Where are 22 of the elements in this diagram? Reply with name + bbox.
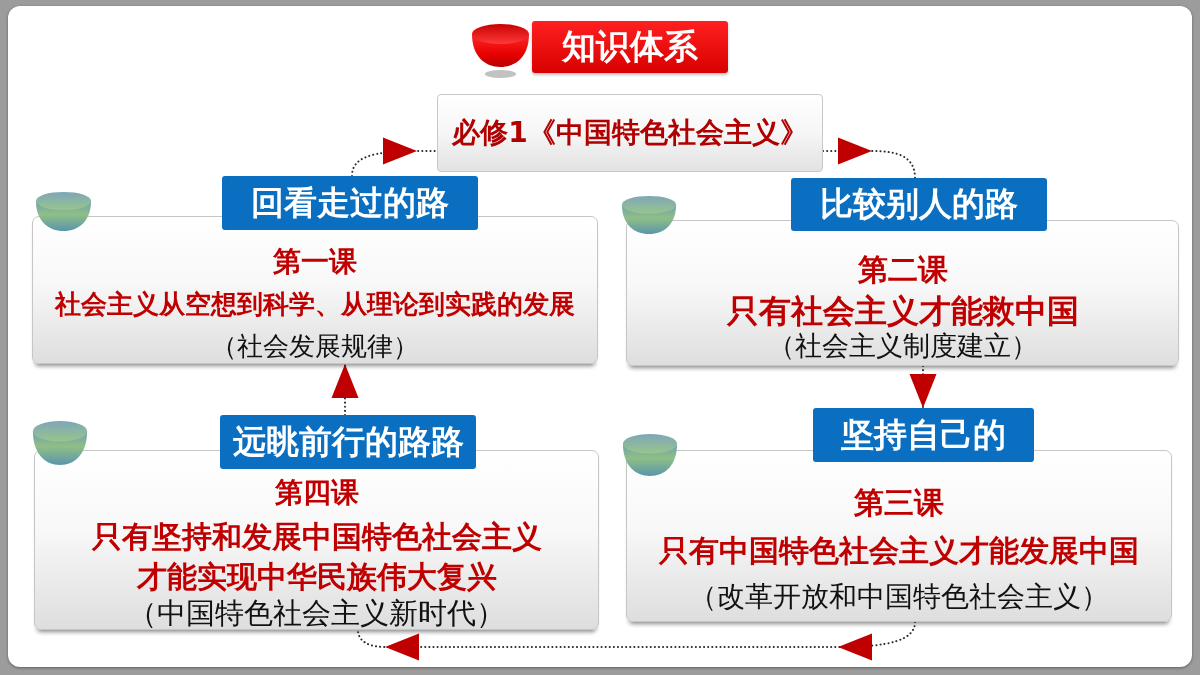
- lesson-number: 第四课: [274, 476, 359, 508]
- section-tab: 回看走过的路: [222, 176, 478, 230]
- title-banner: 知识体系: [532, 21, 728, 73]
- lesson-note: （中国特色社会主义新时代）: [128, 597, 505, 629]
- lesson-number: 第三课: [854, 485, 944, 519]
- lesson-card: [626, 220, 1179, 366]
- section-tab: 比较别人的路: [791, 178, 1047, 231]
- section-tab: 远眺前行的路路: [220, 415, 476, 469]
- dotted-arrow: [331, 363, 359, 416]
- lesson-title: 只有坚持和发展中国特色社会主义才能实现中华民族伟大复兴: [90, 518, 543, 596]
- lesson-number: 第二课: [857, 252, 948, 286]
- course-box: 必修1《中国特色社会主义》: [437, 94, 823, 172]
- lesson-note: （社会主义制度建立）: [767, 331, 1038, 361]
- section-tab: 坚持自己的: [813, 408, 1034, 462]
- lesson-card: [626, 450, 1172, 622]
- lesson-note: （社会发展规律）: [211, 331, 419, 361]
- lesson-title: 只有中国特色社会主义才能发展中国: [659, 533, 1139, 567]
- lesson-number: 第一课: [273, 245, 357, 277]
- lesson-title: 只有社会主义才能救中国: [726, 293, 1079, 329]
- dotted-arrow: [351, 137, 438, 177]
- lesson-title: 社会主义从空想到科学、从理论到实践的发展: [55, 289, 575, 319]
- lesson-note: （改革开放和中国特色社会主义）: [689, 580, 1109, 612]
